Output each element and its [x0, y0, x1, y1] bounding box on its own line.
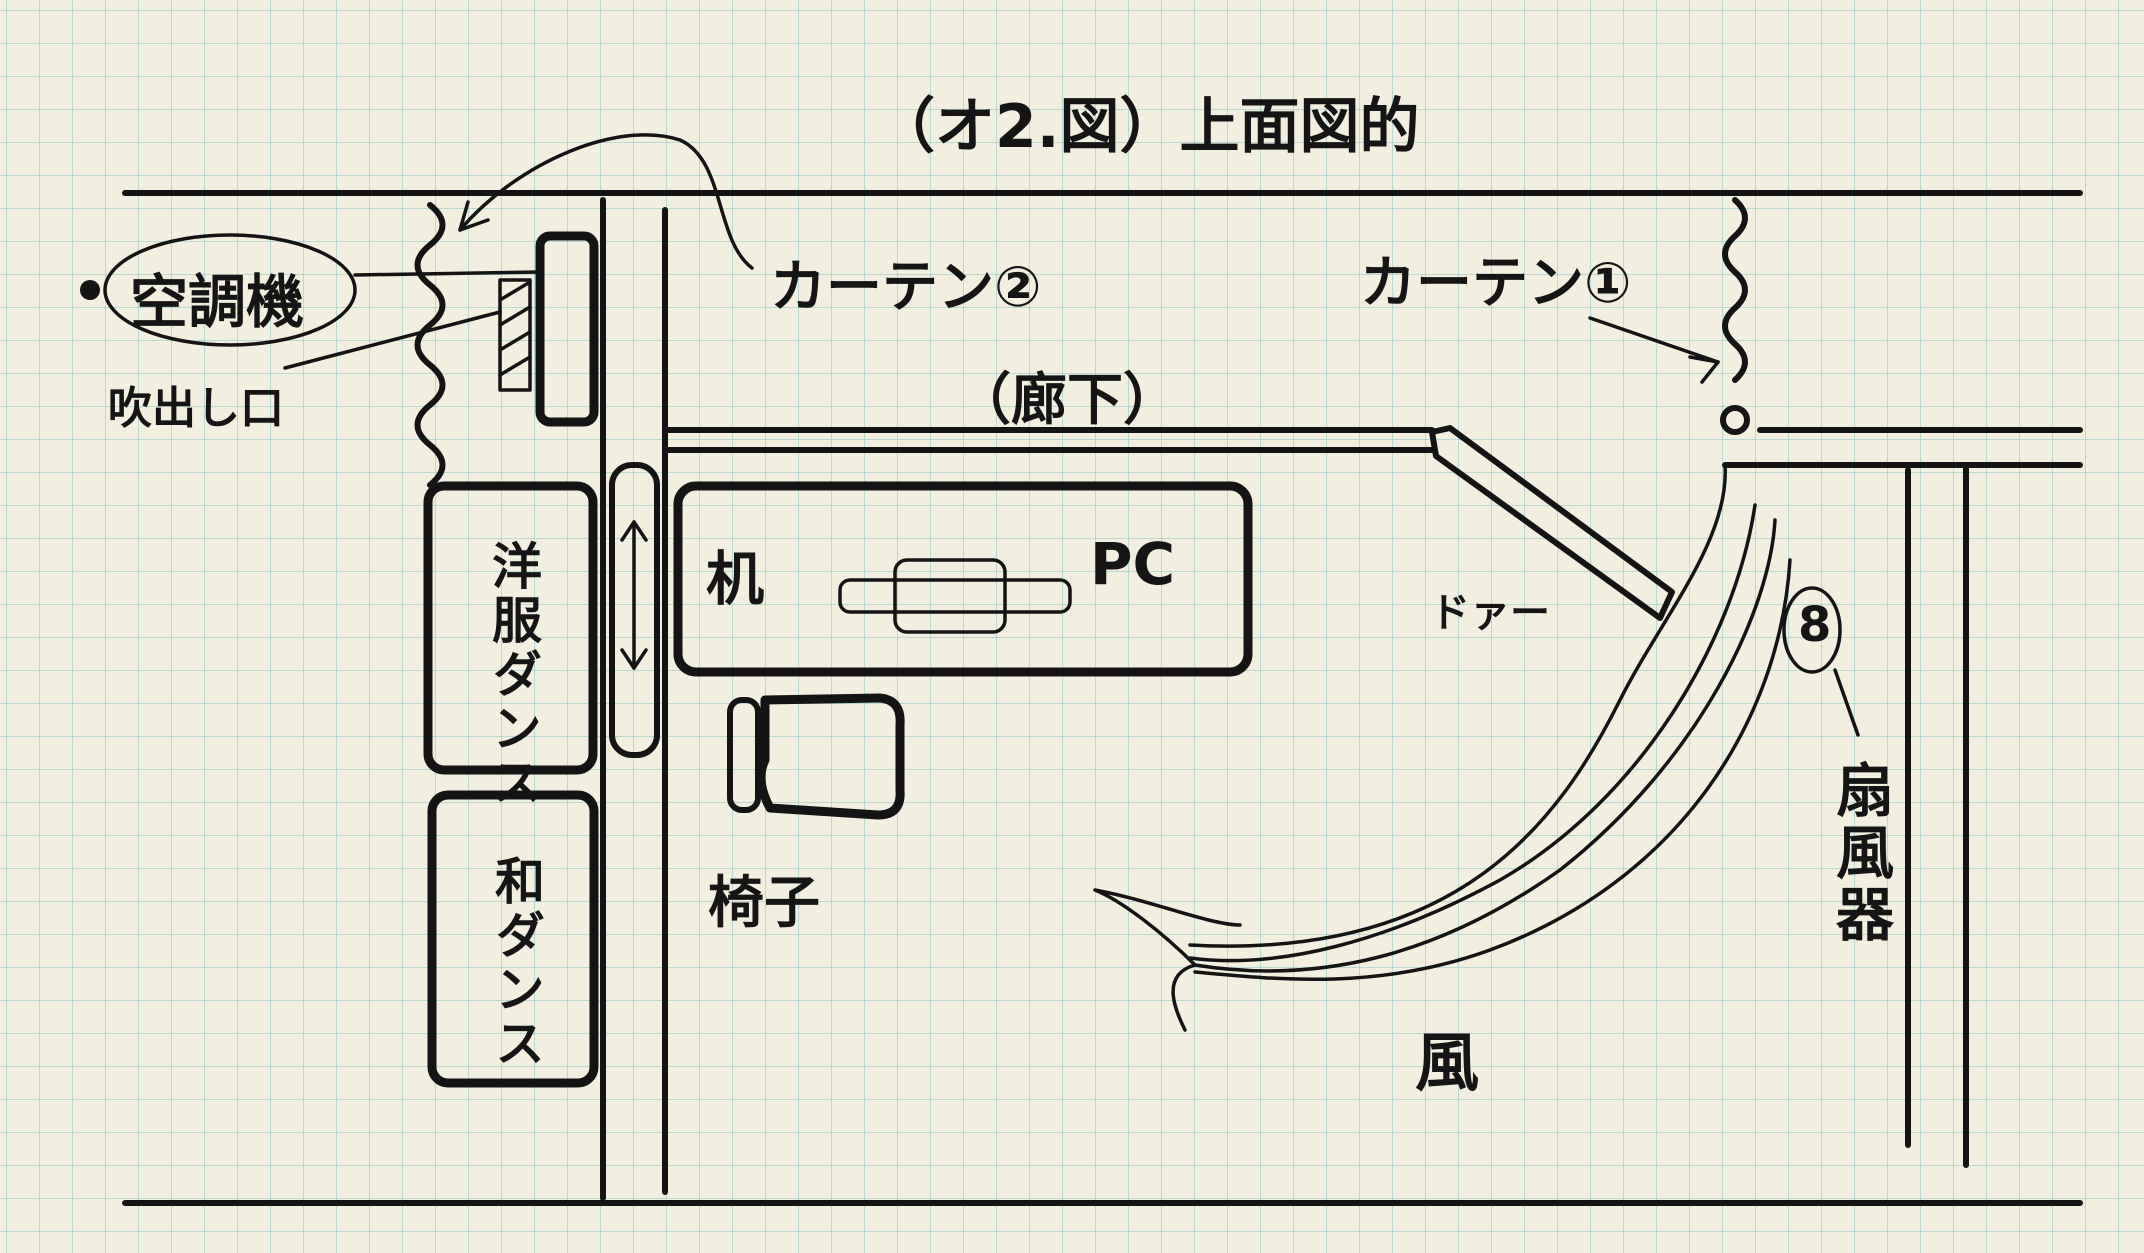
outlet-leader	[283, 310, 502, 370]
fan-symbol: 8	[1798, 597, 1832, 653]
wind-label: 風	[1415, 1027, 1479, 1101]
vent-hatch	[498, 280, 532, 302]
arrow-icon	[1093, 888, 1242, 1032]
fan-label: 扇風器	[1826, 760, 1894, 946]
chair-label: 椅子	[708, 871, 820, 936]
chair-shape	[756, 693, 905, 820]
door-label: ドァー	[1430, 590, 1550, 636]
vent-hatch	[498, 305, 532, 327]
wind-stroke	[1188, 463, 1727, 948]
curtain-squiggle-icon	[414, 202, 446, 488]
aircon-unit	[535, 231, 599, 427]
chair-back	[727, 697, 761, 813]
wind-stroke	[1188, 503, 1757, 963]
curtain-ring	[1720, 405, 1750, 435]
wardrobe-label: 洋服ダンス	[484, 540, 542, 810]
arrow-icon	[458, 133, 754, 270]
diagram-title: （オ2.図）上面図的	[875, 92, 1420, 162]
curtain-1-label: カーテン①	[1360, 251, 1632, 316]
pc-label: PC	[1090, 530, 1176, 598]
arrow-head	[1688, 355, 1720, 384]
aircon-vent	[498, 278, 532, 392]
arrow-icon	[1588, 316, 1720, 364]
vent-hatch	[498, 355, 532, 377]
wind-stroke	[1193, 558, 1792, 982]
corridor-label: （廊下）	[955, 368, 1179, 433]
aircon-leader	[353, 270, 542, 277]
japanese-chest-box	[427, 790, 599, 1088]
desk-label: 机	[706, 545, 765, 613]
curtain-squiggle-icon	[1722, 197, 1748, 383]
pc-monitor	[893, 558, 1007, 634]
vent-hatch	[498, 330, 532, 352]
fan-leader	[1833, 668, 1860, 737]
double-arrow-heads	[620, 520, 648, 670]
japanese-chest-label: 和ダンス	[487, 855, 545, 1071]
wind-stroke	[1193, 518, 1777, 973]
aircon-label: 空調機	[130, 268, 305, 336]
sliding-panel	[609, 462, 660, 758]
aircon-label-oval	[103, 233, 357, 347]
curtain-2-label: カーテン②	[770, 255, 1042, 320]
fan-icon	[1782, 586, 1842, 674]
arrow-head	[458, 200, 490, 232]
pc-keyboard	[838, 578, 1072, 614]
outlet-label: 吹出し口	[108, 383, 284, 434]
door-leaf	[1429, 425, 1675, 621]
wardrobe-box	[423, 481, 598, 775]
leader-dot	[80, 280, 100, 300]
desk-box	[673, 481, 1253, 677]
